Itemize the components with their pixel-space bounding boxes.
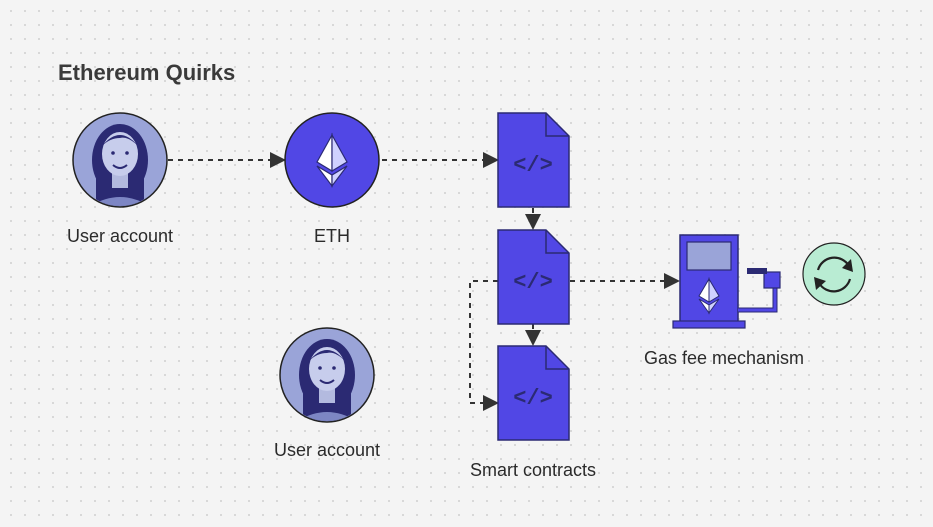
contract-doc-1: </> [497,112,570,208]
arrow-loop-to-contract3 [469,280,499,411]
code-icon-3: </> [513,386,553,411]
gas-pump-icon [672,234,781,329]
user-avatar-top [72,112,168,208]
contract-doc-2: </> [497,229,570,325]
connectors [168,152,680,411]
user-avatar-bottom [279,327,375,423]
code-icon-2: </> [513,270,553,295]
label-smart-contracts: Smart contracts [469,460,597,480]
label-eth: ETH [314,226,350,246]
label-user-account-bottom: User account [273,440,381,460]
eth-circle [284,112,380,208]
contract-doc-3: </> [497,345,570,441]
label-gas-fee-mechanism: Gas fee mechanism [643,348,805,368]
refresh-icon [802,242,866,306]
ethereum-icon [316,132,348,188]
label-user-account-top: User account [66,226,174,246]
diagram-title: Ethereum Quirks [58,60,236,85]
code-icon-1: </> [513,153,553,178]
